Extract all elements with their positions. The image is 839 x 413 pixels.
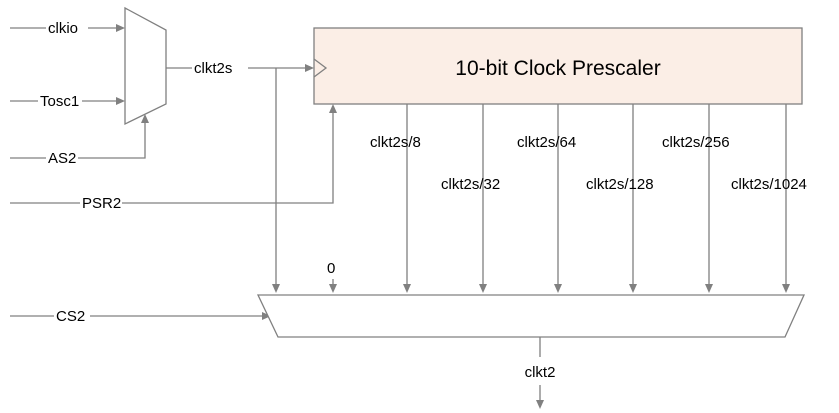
- as2-arrowhead: [141, 114, 149, 123]
- prescaler-title: 10-bit Clock Prescaler: [455, 57, 660, 80]
- tosc1-arrowhead: [116, 97, 125, 105]
- tap-arrowhead: [403, 284, 411, 293]
- tap-label: clkt2s/64: [517, 134, 576, 151]
- tap-arrowhead: [782, 284, 790, 293]
- tap-label: clkt2s/32: [441, 176, 500, 193]
- tap-arrowhead: [554, 284, 562, 293]
- clock-source-mux: [124, 6, 167, 126]
- tap-arrowhead: [479, 284, 487, 293]
- zero-input-label: 0: [327, 260, 335, 277]
- tap-label: clkt2s/8: [370, 134, 421, 151]
- as2-label: AS2: [48, 150, 76, 167]
- tap-arrowhead: [629, 284, 637, 293]
- tosc1-label: Tosc1: [40, 93, 79, 110]
- cs2-label: CS2: [56, 308, 85, 325]
- psr2-wire-right: [122, 113, 334, 204]
- psr2-label: PSR2: [82, 195, 121, 212]
- zero-input-arrowhead: [329, 284, 337, 293]
- clkt2s-arrowhead: [305, 64, 314, 72]
- clkt2-arrowhead: [536, 400, 544, 409]
- clkio-arrowhead: [116, 24, 125, 32]
- tap-label: clkt2s/1024: [731, 176, 807, 193]
- cs2-arrowhead: [262, 312, 271, 320]
- clkt2-label: clkt2: [525, 364, 556, 381]
- tap-label: clkt2s/128: [586, 176, 654, 193]
- tap-arrowhead: [705, 284, 713, 293]
- prescaler-box: [313, 27, 803, 105]
- psr2-arrowhead: [329, 104, 337, 113]
- as2-wire-right: [78, 122, 146, 159]
- clkt2s-direct-arrowhead: [272, 284, 280, 293]
- clkio-label: clkio: [48, 20, 78, 37]
- clock-input-marker: [313, 58, 328, 78]
- clkt2s-label: clkt2s: [194, 60, 232, 77]
- clock-select-mux: [256, 294, 806, 338]
- tap-label: clkt2s/256: [662, 134, 730, 151]
